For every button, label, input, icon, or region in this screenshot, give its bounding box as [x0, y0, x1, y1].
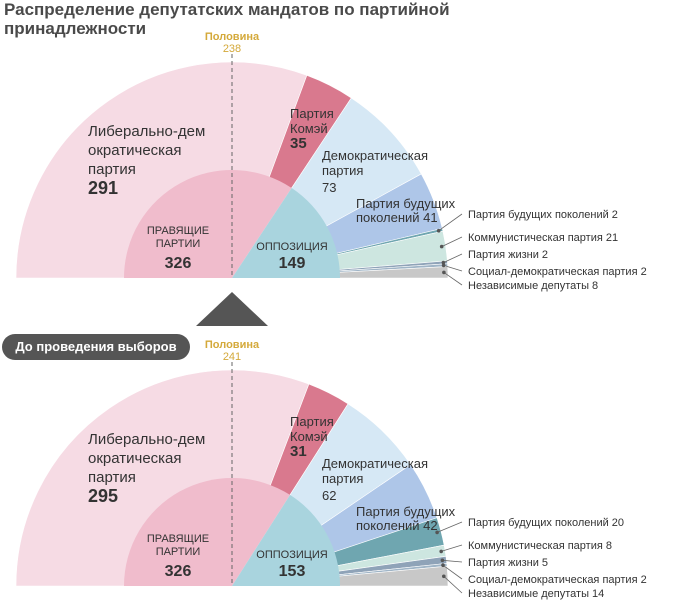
leader-line — [443, 272, 463, 286]
side-label: Коммунистическая партия 21 — [468, 232, 618, 244]
komeito-seat-count: 35 — [290, 135, 307, 152]
half-value: 241 — [223, 351, 241, 363]
komeito-label-line: Комэй — [290, 429, 328, 444]
opposition-label: ОППОЗИЦИЯ — [256, 549, 328, 561]
opposition-seat-count: 153 — [279, 563, 306, 580]
ldp-seat-count: 291 — [88, 178, 118, 198]
opposition-label: ОППОЗИЦИЯ — [256, 241, 328, 253]
ldp-label-line: партия — [88, 469, 136, 486]
ruling-label-line: ПРАВЯЩИЕ — [147, 225, 209, 237]
half-label: Половина — [205, 31, 260, 43]
ldp-label-line: партия — [88, 161, 136, 178]
half-value: 238 — [223, 43, 241, 55]
side-label: Социал-демократическая партия 2 — [468, 266, 647, 278]
ldp-label-line: Либерально-дем — [88, 431, 205, 448]
page-title: Распределение депутатских мандатов по па… — [4, 0, 450, 38]
before-election-badge: До проведения выборов — [2, 334, 190, 360]
komeito-seat-count: 31 — [290, 443, 307, 460]
ruling-label-line: ПАРТИИ — [156, 238, 201, 250]
side-label: Партия жизни 5 — [468, 557, 548, 569]
side-label: Коммунистическая партия 8 — [468, 540, 612, 552]
dpfp-label-line: Партия будущих — [356, 196, 456, 211]
leader-dot — [436, 228, 441, 233]
dpfp-label-line: поколений 42 — [356, 518, 438, 533]
komeito-label-line: Партия — [290, 414, 334, 429]
ruling-label-line: ПАРТИИ — [156, 546, 201, 558]
leader-dot — [442, 574, 446, 579]
ldp-label-line: Либерально-дем — [88, 123, 205, 140]
cdp-label-line: партия — [322, 163, 363, 178]
ruling-label-line: ПРАВЯЩИЕ — [147, 533, 209, 545]
bloc-sector-ruling — [124, 477, 291, 586]
leader-dot — [441, 263, 446, 268]
leader-line — [443, 253, 463, 263]
bloc-sector-ruling — [123, 169, 292, 278]
ruling-seat-count: 326 — [165, 563, 192, 580]
leader-dot — [435, 530, 439, 535]
opposition-seat-count: 149 — [279, 255, 306, 272]
komeito-label-line: Комэй — [290, 121, 328, 136]
leader-line — [436, 521, 463, 533]
leader-dot — [439, 549, 444, 554]
ldp-label-line: ократическая — [88, 450, 182, 467]
cdp-label-line: Демократическая — [322, 456, 428, 471]
dpfp-label-line: поколений 41 — [356, 210, 438, 225]
cdp-label-line: партия — [322, 471, 363, 486]
ldp-seat-count: 295 — [88, 486, 118, 506]
cdp-seat-count: 62 — [322, 488, 336, 503]
cdp-seat-count: 73 — [322, 180, 336, 195]
cdp-label-line: Демократическая — [322, 148, 428, 163]
leader-line — [438, 213, 463, 232]
leader-line — [441, 236, 463, 247]
leader-dot — [441, 260, 446, 265]
bloc-sector-opposition — [232, 494, 340, 586]
up-arrow-icon — [196, 292, 268, 326]
leader-dot — [441, 563, 445, 567]
ldp-label-line: ократическая — [88, 142, 182, 159]
side-label: Независимые депутаты 8 — [468, 280, 598, 292]
leader-line — [443, 576, 463, 594]
bloc-sector-opposition — [232, 187, 340, 278]
leader-dot — [442, 270, 446, 275]
leader-dot — [439, 244, 444, 249]
side-label: Партия будущих поколений 2 — [468, 209, 618, 221]
ruling-seat-count: 326 — [165, 255, 192, 272]
side-label: Социал-демократическая партия 2 — [468, 574, 647, 586]
side-label: Независимые депутаты 14 — [468, 588, 604, 600]
half-label: Половина — [205, 339, 260, 351]
leader-line — [443, 265, 463, 272]
komeito-label-line: Партия — [290, 106, 334, 121]
leader-line — [442, 559, 463, 563]
leader-line — [442, 564, 463, 580]
side-label: Партия жизни 2 — [468, 249, 548, 261]
leader-dot — [440, 558, 445, 563]
leader-line — [441, 544, 463, 552]
dpfp-label-line: Партия будущих — [356, 504, 456, 519]
side-label: Партия будущих поколений 20 — [468, 517, 624, 529]
